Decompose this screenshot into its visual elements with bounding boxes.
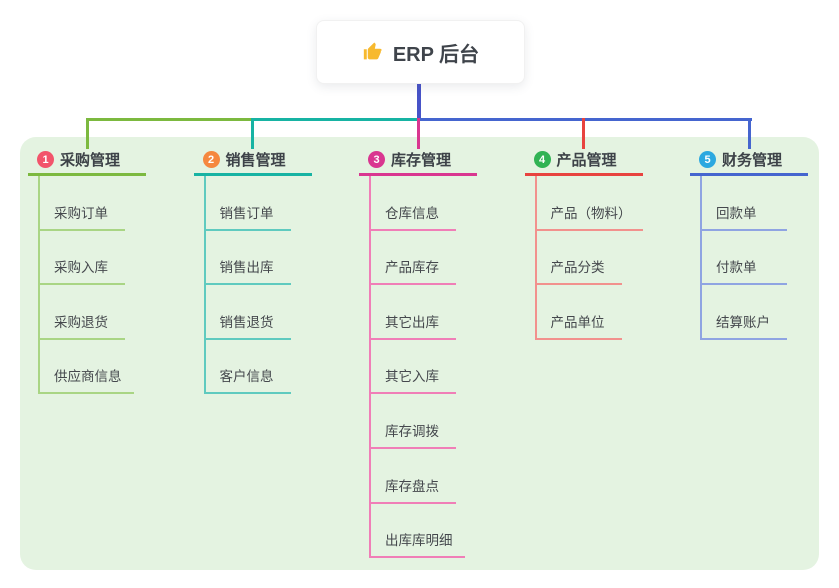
children-rail-connector: [38, 176, 40, 395]
child-row: 供应商信息: [28, 340, 146, 395]
branch-node[interactable]: 5 财务管理: [690, 146, 808, 176]
branch-2: 2 销售管理销售订单销售出库销售退货客户信息: [193, 146, 312, 395]
branch-label: 库存管理: [391, 152, 452, 169]
child-row: 采购入库: [28, 231, 146, 286]
child-node[interactable]: 库存盘点: [369, 475, 456, 504]
child-node[interactable]: 其它入库: [369, 365, 456, 395]
branch-4: 4 产品管理产品（物料） 产品分类产品单位: [524, 146, 643, 340]
child-node[interactable]: 产品（物料）: [534, 202, 643, 231]
branch-children: 产品（物料） 产品分类产品单位: [525, 176, 643, 340]
children-rail-connector: [700, 176, 702, 340]
branch-children: 仓库信息产品库存其它出库其它入库库存调拨库存盘点出库库明细: [359, 176, 477, 559]
child-node[interactable]: 采购入库: [38, 256, 125, 286]
branch-1: 1 采购管理采购订单采购入库采购退货供应商信息: [28, 146, 146, 395]
child-row: 销售出库: [194, 231, 312, 286]
child-node[interactable]: 客户信息: [203, 365, 291, 395]
bus-segment-2: [252, 118, 418, 121]
child-node[interactable]: 采购退货: [38, 311, 125, 340]
child-row: 销售订单: [194, 176, 312, 231]
branch-children: 采购订单采购入库采购退货供应商信息: [28, 176, 146, 395]
root-stem-connector: [416, 82, 421, 121]
branch-number-badge: 3: [368, 151, 385, 168]
child-row: 销售退货: [194, 285, 312, 340]
branch-node[interactable]: 2 销售管理: [193, 146, 312, 176]
child-row: 仓库信息: [359, 176, 477, 231]
branch-number-badge: 4: [533, 151, 551, 168]
children-rail-connector: [369, 176, 371, 559]
child-node[interactable]: 出库库明细: [369, 529, 465, 559]
child-row: 回款单: [690, 176, 808, 231]
child-node[interactable]: 仓库信息: [369, 202, 456, 231]
branch-5: 5 财务管理回款单付款单结算账户: [690, 146, 808, 340]
children-rail-connector: [203, 176, 206, 395]
branch-drop-connector: [582, 118, 585, 149]
branch-number-badge: 5: [699, 151, 716, 168]
branch-label: 销售管理: [225, 152, 286, 169]
child-row: 产品单位: [525, 285, 643, 340]
child-node[interactable]: 库存调拨: [369, 420, 456, 449]
child-row: 库存调拨: [359, 394, 477, 449]
branch-label: 财务管理: [722, 152, 783, 169]
child-node[interactable]: 其它出库: [369, 311, 456, 340]
child-row: 出库库明细: [359, 504, 477, 559]
branch-label: 产品管理: [556, 152, 617, 169]
child-row: 产品（物料）: [525, 176, 643, 231]
child-node[interactable]: 产品库存: [369, 256, 456, 286]
child-row: 产品库存: [359, 231, 477, 286]
root-label: ERP 后台: [392, 43, 480, 66]
branch-node[interactable]: 3 库存管理: [359, 146, 477, 176]
branch-node[interactable]: 4 产品管理: [524, 146, 643, 176]
child-node[interactable]: 回款单: [700, 202, 787, 231]
child-node[interactable]: 产品分类: [534, 256, 622, 286]
child-row: 付款单: [690, 231, 808, 286]
thumbs-up-icon: [362, 41, 384, 63]
child-node[interactable]: 付款单: [700, 256, 787, 286]
child-row: 采购订单: [28, 176, 146, 231]
child-row: 其它入库: [359, 340, 477, 395]
bus-segment-3: [418, 118, 752, 121]
child-row: 客户信息: [194, 340, 312, 395]
child-row: 其它出库: [359, 285, 477, 340]
child-node[interactable]: 采购订单: [38, 202, 125, 231]
branch-drop-connector: [251, 118, 254, 149]
branch-number-badge: 1: [37, 151, 54, 168]
branch-drop-connector: [747, 118, 751, 149]
branch-node[interactable]: 1 采购管理: [28, 146, 146, 176]
child-node[interactable]: 销售订单: [203, 202, 291, 231]
child-node[interactable]: 供应商信息: [38, 365, 134, 395]
child-node[interactable]: 销售出库: [203, 256, 291, 286]
child-node[interactable]: 产品单位: [534, 311, 622, 340]
branch-label: 采购管理: [60, 152, 121, 169]
branch-drop-connector: [416, 118, 420, 149]
child-node[interactable]: 结算账户: [700, 311, 787, 340]
bus-segment-1: [87, 118, 253, 121]
branch-children: 回款单付款单结算账户: [690, 176, 808, 340]
branch-drop-connector: [85, 118, 89, 149]
branch-3: 3 库存管理仓库信息产品库存其它出库其它入库库存调拨库存盘点出库库明细: [359, 146, 477, 559]
root-node[interactable]: ERP 后台: [316, 20, 525, 84]
branch-children: 销售订单销售出库销售退货客户信息: [194, 176, 312, 395]
children-rail-connector: [534, 176, 537, 340]
child-row: 产品分类: [525, 231, 643, 286]
child-row: 采购退货: [28, 285, 146, 340]
child-row: 结算账户: [690, 285, 808, 340]
branch-number-badge: 2: [202, 151, 220, 168]
child-row: 库存盘点: [359, 449, 477, 504]
child-node[interactable]: 销售退货: [203, 311, 291, 340]
canvas-panel: [20, 137, 819, 570]
